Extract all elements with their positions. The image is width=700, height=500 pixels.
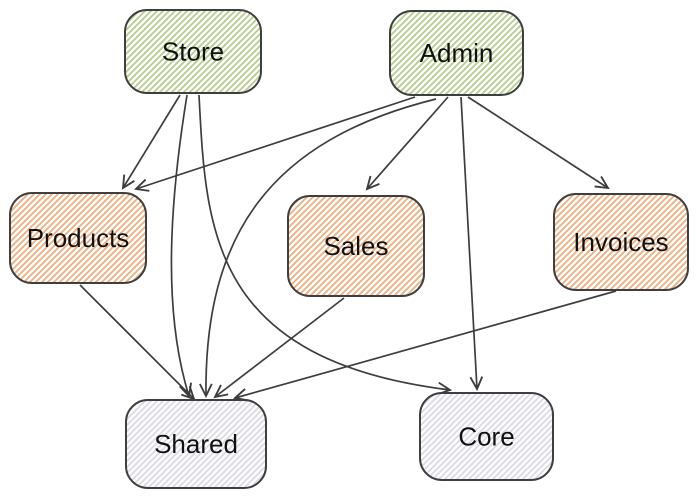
node-admin[interactable]: Admin xyxy=(389,10,524,96)
node-sales-box xyxy=(287,195,425,297)
node-products-box xyxy=(9,192,147,284)
edge-store-shared xyxy=(170,94,192,399)
node-shared[interactable]: Shared xyxy=(125,399,267,489)
node-products[interactable]: Products xyxy=(9,192,147,284)
node-invoices-label: Invoices xyxy=(573,227,668,257)
node-core-label: Core xyxy=(458,422,514,452)
edge-invoices-shared xyxy=(232,290,617,402)
node-invoices[interactable]: Invoices xyxy=(553,193,689,291)
node-admin-box xyxy=(389,10,524,96)
node-products-label: Products xyxy=(27,223,130,253)
node-shared-box xyxy=(125,399,267,489)
edge-store-core xyxy=(198,94,453,396)
node-core-box xyxy=(419,392,554,481)
edge-products-shared xyxy=(79,284,196,401)
edge-admin-invoices xyxy=(467,96,610,190)
edge-store-products xyxy=(121,94,181,190)
node-invoices-box xyxy=(553,193,689,291)
edge-admin-core xyxy=(460,96,484,392)
edge-sales-shared xyxy=(213,297,345,399)
node-store[interactable]: Store xyxy=(124,9,262,94)
node-shared-label: Shared xyxy=(154,429,238,459)
node-core[interactable]: Core xyxy=(419,392,554,481)
node-sales[interactable]: Sales xyxy=(287,195,425,297)
node-sales-label: Sales xyxy=(323,231,388,261)
node-admin-label: Admin xyxy=(420,38,494,68)
node-store-box xyxy=(124,9,262,94)
edges-layer xyxy=(79,94,617,402)
edge-admin-sales xyxy=(365,96,449,191)
edge-admin-shared xyxy=(199,98,437,399)
edge-admin-products xyxy=(133,96,416,192)
node-store-label: Store xyxy=(162,37,224,67)
